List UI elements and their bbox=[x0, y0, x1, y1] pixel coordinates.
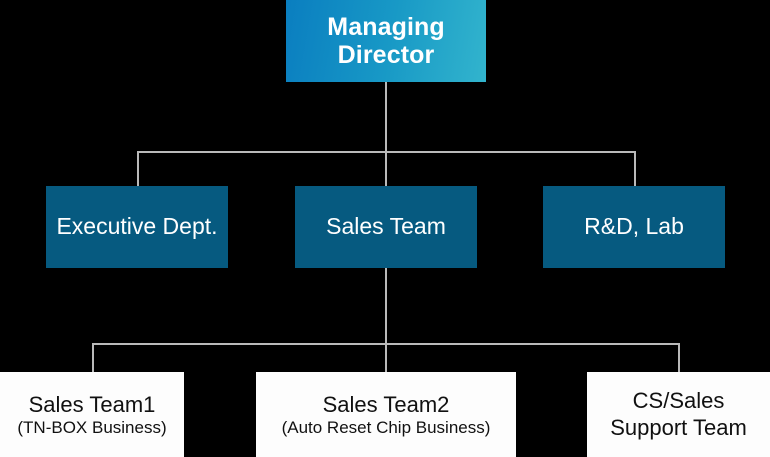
connector-drop-cs-sales-support-team bbox=[678, 343, 680, 373]
connector-drop-rd-lab bbox=[634, 151, 636, 187]
node-sales-team[interactable]: Sales Team bbox=[295, 186, 477, 268]
sales-team-label: Sales Team bbox=[326, 213, 446, 240]
node-managing-director[interactable]: Managing Director bbox=[286, 0, 486, 82]
node-cs-sales-support-team[interactable]: CS/Sales Support Team bbox=[587, 372, 770, 457]
cs-sales-support-team-title-line-1: CS/Sales bbox=[632, 388, 725, 414]
connector-drop-sales-team2 bbox=[385, 343, 387, 373]
connector-drop-sales-team1 bbox=[92, 343, 94, 373]
rd-lab-label: R&D, Lab bbox=[584, 213, 684, 240]
node-sales-team2[interactable]: Sales Team2 (Auto Reset Chip Business) bbox=[256, 372, 516, 457]
sales-team2-subtitle: (Auto Reset Chip Business) bbox=[281, 417, 491, 437]
node-rd-lab[interactable]: R&D, Lab bbox=[543, 186, 725, 268]
connector-drop-executive-dept bbox=[137, 151, 139, 187]
managing-director-line-2: Director bbox=[337, 41, 435, 69]
sales-team1-subtitle: (TN-BOX Business) bbox=[17, 417, 167, 437]
managing-director-line-1: Managing bbox=[327, 13, 445, 41]
node-executive-dept[interactable]: Executive Dept. bbox=[46, 186, 228, 268]
connector-root-stem bbox=[385, 82, 387, 152]
sales-team2-title: Sales Team2 bbox=[322, 391, 450, 417]
connector-drop-sales-team bbox=[385, 151, 387, 187]
connector-sales-team-stem bbox=[385, 268, 387, 344]
sales-team1-title: Sales Team1 bbox=[28, 391, 156, 417]
cs-sales-support-team-title-line-2: Support Team bbox=[610, 414, 747, 440]
executive-dept-label: Executive Dept. bbox=[56, 213, 218, 240]
node-sales-team1[interactable]: Sales Team1 (TN-BOX Business) bbox=[0, 372, 184, 457]
